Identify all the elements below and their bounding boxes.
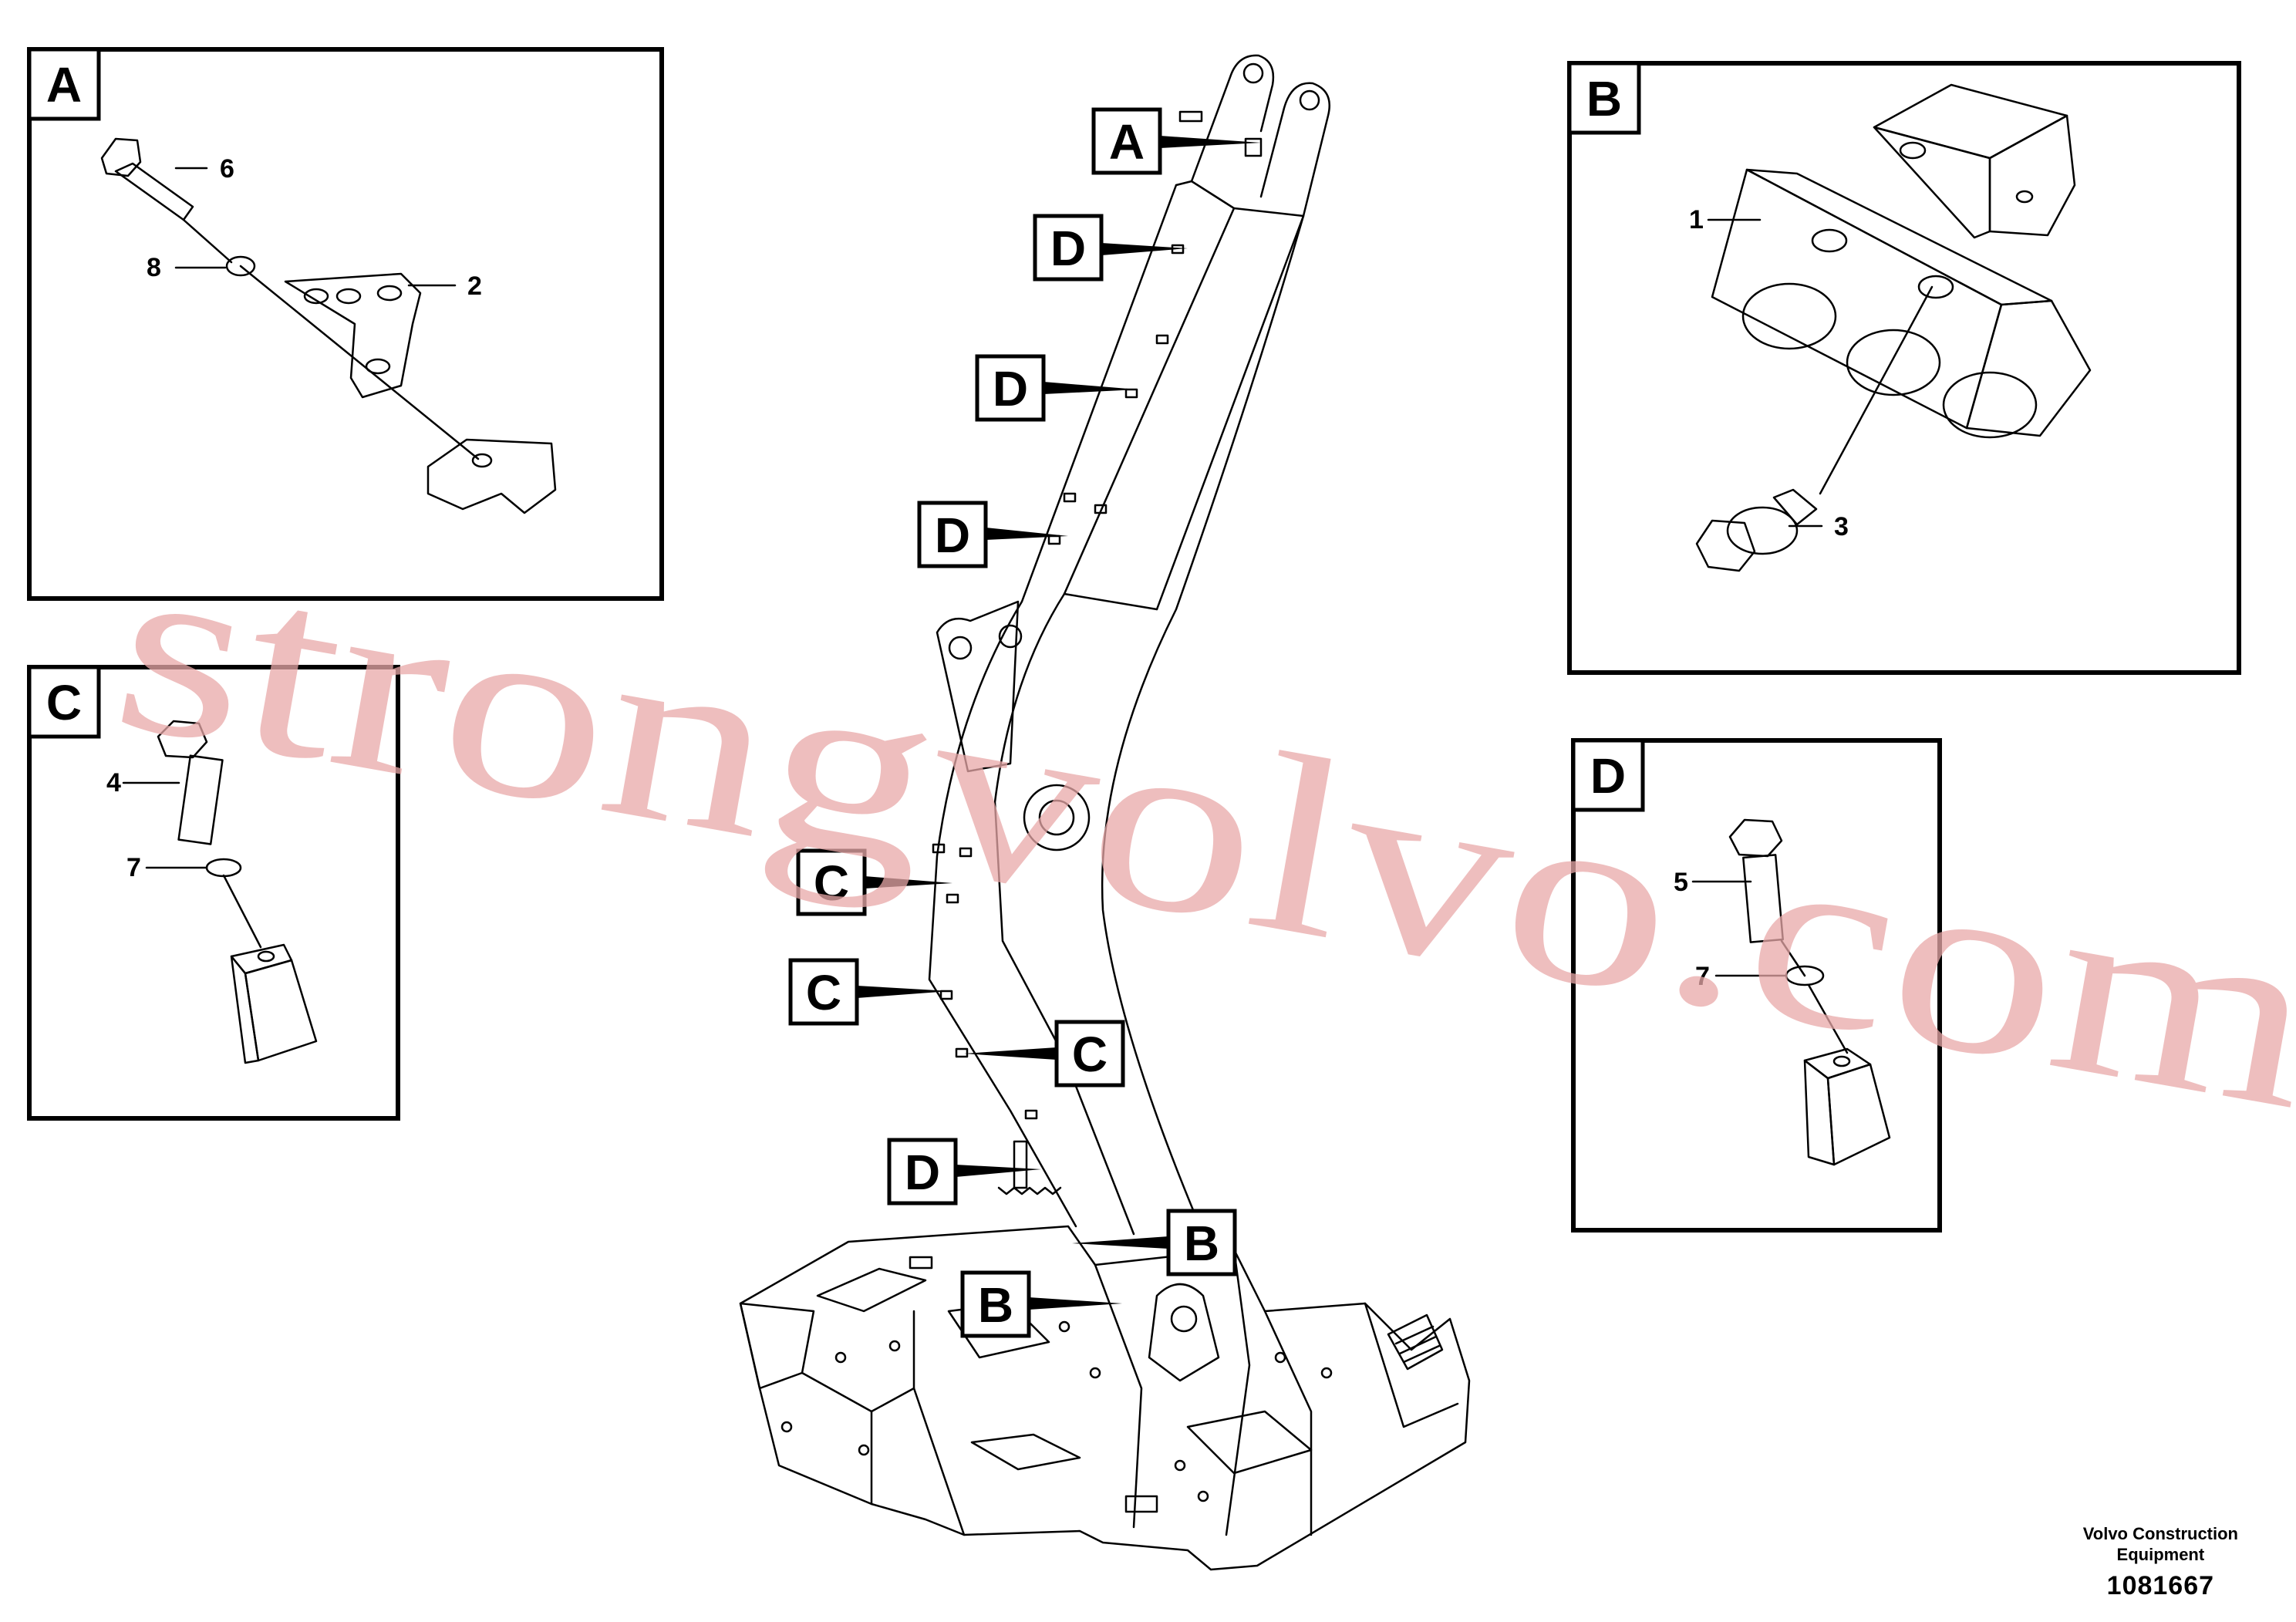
bolt-4-drawing: [157, 720, 224, 845]
callout-a: A: [1091, 107, 1261, 175]
bracket-2-drawing: [284, 272, 422, 399]
svg-text:A: A: [1109, 114, 1145, 170]
company-name-line1: Volvo Construction: [2082, 1524, 2238, 1543]
mounting-block-a-drawing: [426, 438, 557, 514]
part-number-8: 8: [147, 253, 161, 282]
part-number-2: 2: [467, 271, 482, 301]
mounting-block-c-drawing: [230, 943, 318, 1064]
callout-d-3: D: [917, 501, 1068, 568]
bolt-5-drawing: [1728, 818, 1784, 943]
part-number-5: 5: [1674, 868, 1688, 897]
svg-text:D: D: [993, 361, 1028, 416]
company-name-line2: Equipment: [2116, 1545, 2205, 1564]
mounting-block-b-drawing: [1873, 83, 2076, 239]
boom-drawing: [928, 54, 1330, 1236]
svg-text:C: C: [814, 855, 849, 911]
detail-panel-a: A 6 8 2: [27, 47, 664, 601]
callout-d-1: D: [1033, 214, 1188, 282]
callout-c-2: C: [788, 958, 950, 1026]
footer: Volvo Construction Equipment 1081667: [2083, 1523, 2238, 1601]
drawing-number: 1081667: [2106, 1571, 2215, 1600]
part-number-6: 6: [220, 154, 234, 184]
svg-text:B: B: [1184, 1216, 1219, 1271]
detail-panel-d: D 5 7: [1571, 738, 1942, 1233]
part-number-4: 4: [106, 768, 121, 798]
detail-panel-c: C 4 7: [27, 665, 400, 1121]
callout-c-1: C: [796, 848, 952, 916]
mounting-block-d-drawing: [1803, 1047, 1891, 1166]
svg-text:D: D: [905, 1145, 940, 1200]
svg-text:B: B: [978, 1277, 1013, 1333]
bolt-3-drawing: [1695, 488, 1818, 572]
callout-b-2: B: [960, 1270, 1122, 1338]
part-number-7-c: 7: [126, 853, 141, 882]
plate-1-drawing: [1711, 168, 2092, 439]
callout-d-2: D: [975, 354, 1138, 422]
callout-d-4: D: [887, 1138, 1041, 1206]
washer-8-drawing: [225, 255, 256, 277]
svg-text:C: C: [1072, 1027, 1108, 1082]
callout-c-3: C: [964, 1020, 1125, 1088]
svg-text:D: D: [935, 508, 970, 563]
panel-d-label: D: [1590, 748, 1626, 804]
panel-c-label: C: [46, 675, 82, 730]
upper-frame-drawing: [739, 1225, 1471, 1571]
bolt-6-drawing: [100, 137, 233, 264]
detail-panel-b: B 1 3: [1567, 61, 2241, 675]
part-number-1: 1: [1689, 205, 1704, 234]
panel-a-label: A: [46, 57, 82, 113]
part-number-3: 3: [1834, 512, 1849, 541]
callout-b-1: B: [1072, 1209, 1237, 1276]
part-number-7-d: 7: [1695, 962, 1710, 991]
panel-b-label: B: [1586, 71, 1622, 126]
svg-text:D: D: [1050, 221, 1086, 276]
svg-text:C: C: [806, 965, 841, 1020]
